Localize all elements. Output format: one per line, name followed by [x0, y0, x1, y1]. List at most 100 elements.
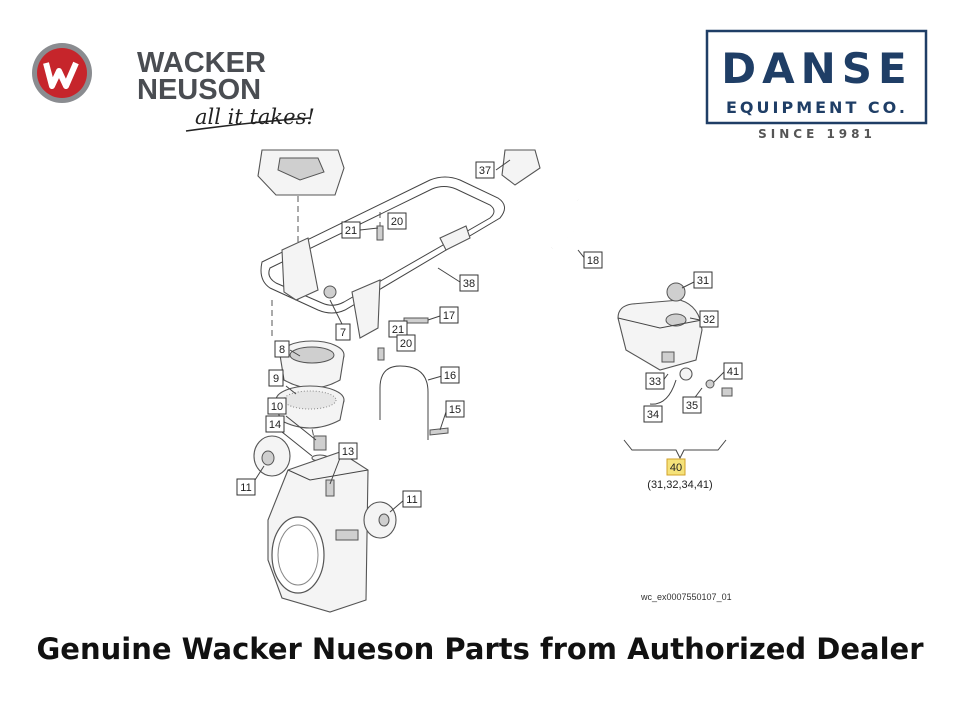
callout-34: 34 — [643, 405, 663, 423]
leader-line — [713, 371, 725, 383]
callout-number: 13 — [342, 446, 354, 458]
leader-line — [359, 227, 379, 231]
left-cap-center — [261, 450, 275, 466]
callout-number: 41 — [727, 366, 739, 378]
leader-line — [495, 159, 511, 171]
callout-20b: 20 — [396, 334, 416, 352]
screw-part — [377, 347, 385, 361]
leader-line — [289, 349, 301, 357]
callout-box — [396, 334, 416, 352]
handle-frame-inner — [268, 186, 495, 306]
callout-box — [645, 372, 665, 390]
callout-number: 40 — [670, 462, 682, 474]
callout-number: 18 — [587, 255, 599, 267]
callout-31: 31 — [693, 271, 713, 289]
callout-box — [236, 478, 256, 496]
callout-20a: 20 — [387, 212, 407, 230]
callout-box — [341, 221, 361, 239]
callout-33: 33 — [645, 372, 665, 390]
danse-logo-frame — [705, 29, 928, 125]
pivot-hole — [323, 285, 337, 299]
callout-labels: 37 21 20 18 38 17 7 21 — [236, 161, 743, 508]
logo-w-mark — [43, 61, 79, 89]
hose-inner — [551, 199, 582, 249]
callout-7: 7 — [335, 323, 351, 341]
left-bracket-part — [281, 237, 319, 301]
handle-frame-part — [260, 176, 505, 314]
fuel-fitting-part — [679, 367, 693, 381]
danse-equipment-logo: DANSE EQUIPMENT CO. SINCE 1981 — [705, 29, 928, 141]
callout-box — [440, 366, 460, 384]
housing-screw — [325, 479, 335, 497]
callout-box — [459, 274, 479, 292]
filter-housing-rim — [287, 469, 369, 481]
callout-number: 10 — [271, 401, 283, 413]
leader-line — [689, 317, 701, 321]
callout-number: 17 — [443, 310, 455, 322]
callout-number: 11 — [406, 494, 417, 506]
leader-line — [427, 315, 441, 321]
callout-number: 34 — [647, 409, 659, 421]
fuel-tank-neck — [665, 313, 687, 327]
bracket-part — [501, 149, 541, 186]
callout-box — [335, 323, 351, 341]
dealer-sub: EQUIPMENT CO. — [726, 98, 908, 117]
callout-17: 17 — [439, 306, 459, 324]
callout-14: 14 — [265, 415, 285, 433]
filter-element-top — [289, 346, 335, 364]
leader-line — [329, 299, 344, 327]
callout-32: 32 — [699, 310, 719, 328]
dealer-name: DANSE — [721, 44, 912, 93]
housing-label — [335, 529, 359, 541]
callout-38: 38 — [459, 274, 479, 292]
callout-box — [723, 362, 743, 380]
brand-tagline: all it takes! — [195, 105, 315, 129]
u-bar-part — [379, 365, 429, 440]
leader-line — [329, 457, 341, 485]
fuel-outlet — [661, 351, 675, 363]
screw-part — [376, 225, 384, 241]
callout-number: 33 — [649, 376, 661, 388]
parts-drawing — [253, 149, 733, 613]
leader-line — [285, 385, 297, 395]
reference-code: wc_ex0007550107_01 — [640, 592, 732, 602]
callout-box — [682, 396, 702, 414]
callout-box — [338, 442, 358, 460]
housing-opening — [271, 516, 325, 594]
callout-box-highlighted — [666, 458, 686, 476]
kit-contents: (31,32,34,41) — [647, 479, 712, 491]
callout-number: 38 — [463, 278, 475, 290]
fuel-washer-part — [705, 379, 715, 389]
dealer-since: SINCE 1981 — [758, 127, 876, 141]
callout-35: 35 — [682, 396, 702, 414]
callout-box — [265, 415, 285, 433]
callout-8: 8 — [274, 340, 290, 358]
callout-number: 35 — [686, 400, 698, 412]
callout-18: 18 — [583, 251, 603, 269]
callout-number: 31 — [697, 275, 709, 287]
callout-number: 14 — [269, 419, 281, 431]
right-bracket-part — [351, 279, 381, 339]
callout-number: 21 — [345, 225, 357, 237]
clamp-part — [439, 225, 471, 251]
fuel-cap-part — [666, 282, 686, 302]
leader-line — [427, 375, 443, 381]
callout-number: 7 — [340, 327, 346, 339]
callout-21a: 21 — [341, 221, 361, 239]
fuel-tank-part — [617, 299, 703, 371]
callout-number: 37 — [479, 165, 491, 177]
leader-line — [281, 431, 313, 457]
callout-13: 13 — [338, 442, 358, 460]
right-cap-center — [378, 513, 390, 527]
callout-box — [643, 405, 663, 423]
callout-number: 11 — [240, 482, 251, 494]
callout-number: 21 — [392, 324, 404, 336]
callout-15: 15 — [445, 400, 465, 418]
callout-9: 9 — [268, 369, 284, 387]
tagline-underline — [185, 117, 311, 132]
u-bar-bolt — [429, 427, 449, 436]
fuel-valve-part — [721, 387, 733, 397]
callout-box — [445, 400, 465, 418]
callout-41: 41 — [723, 362, 743, 380]
